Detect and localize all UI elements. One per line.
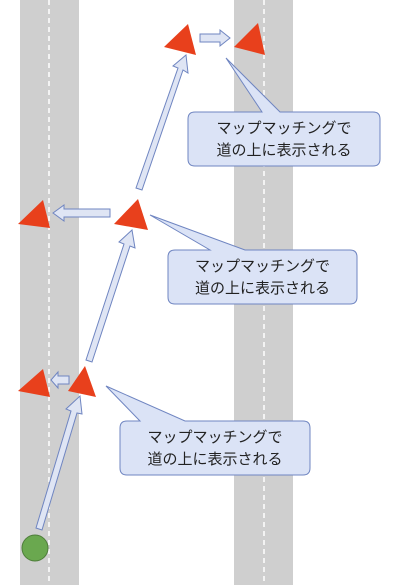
callout-bubble-middle: [149, 214, 358, 305]
raw-position-marker-1: [68, 366, 96, 397]
movement-arrow-start-to-first: [35, 394, 83, 531]
snap-arrow-bottom: [50, 370, 70, 390]
matched-marker-1: [18, 369, 50, 397]
callout-line-1: マップマッチングで: [194, 257, 330, 275]
callout-line-1: マップマッチングで: [147, 428, 283, 446]
snap-arrow-top: [199, 28, 231, 48]
callout-bubble-bottom: [105, 385, 311, 476]
callout-line-2: 道の上に表示される: [147, 450, 283, 468]
matched-marker-3: [234, 23, 265, 55]
callout-line-2: 道の上に表示される: [194, 279, 330, 297]
snap-arrow-middle: [52, 204, 111, 222]
callout-bubble-top: [187, 57, 381, 167]
callout-text-top: マップマッチングで 道の上に表示される: [188, 117, 380, 161]
callout-text-middle: マップマッチングで 道の上に表示される: [168, 255, 357, 299]
callout-line-1: マップマッチングで: [216, 119, 352, 137]
callout-text-bottom: マップマッチングで 道の上に表示される: [120, 426, 310, 470]
movement-arrow-first-to-second: [85, 229, 136, 363]
start-point: [21, 534, 49, 562]
movement-arrow-second-to-third: [135, 54, 189, 191]
raw-position-marker-2: [114, 199, 148, 230]
matched-marker-2: [18, 200, 50, 228]
raw-position-marker-3: [164, 24, 196, 55]
callout-line-2: 道の上に表示される: [216, 141, 352, 159]
